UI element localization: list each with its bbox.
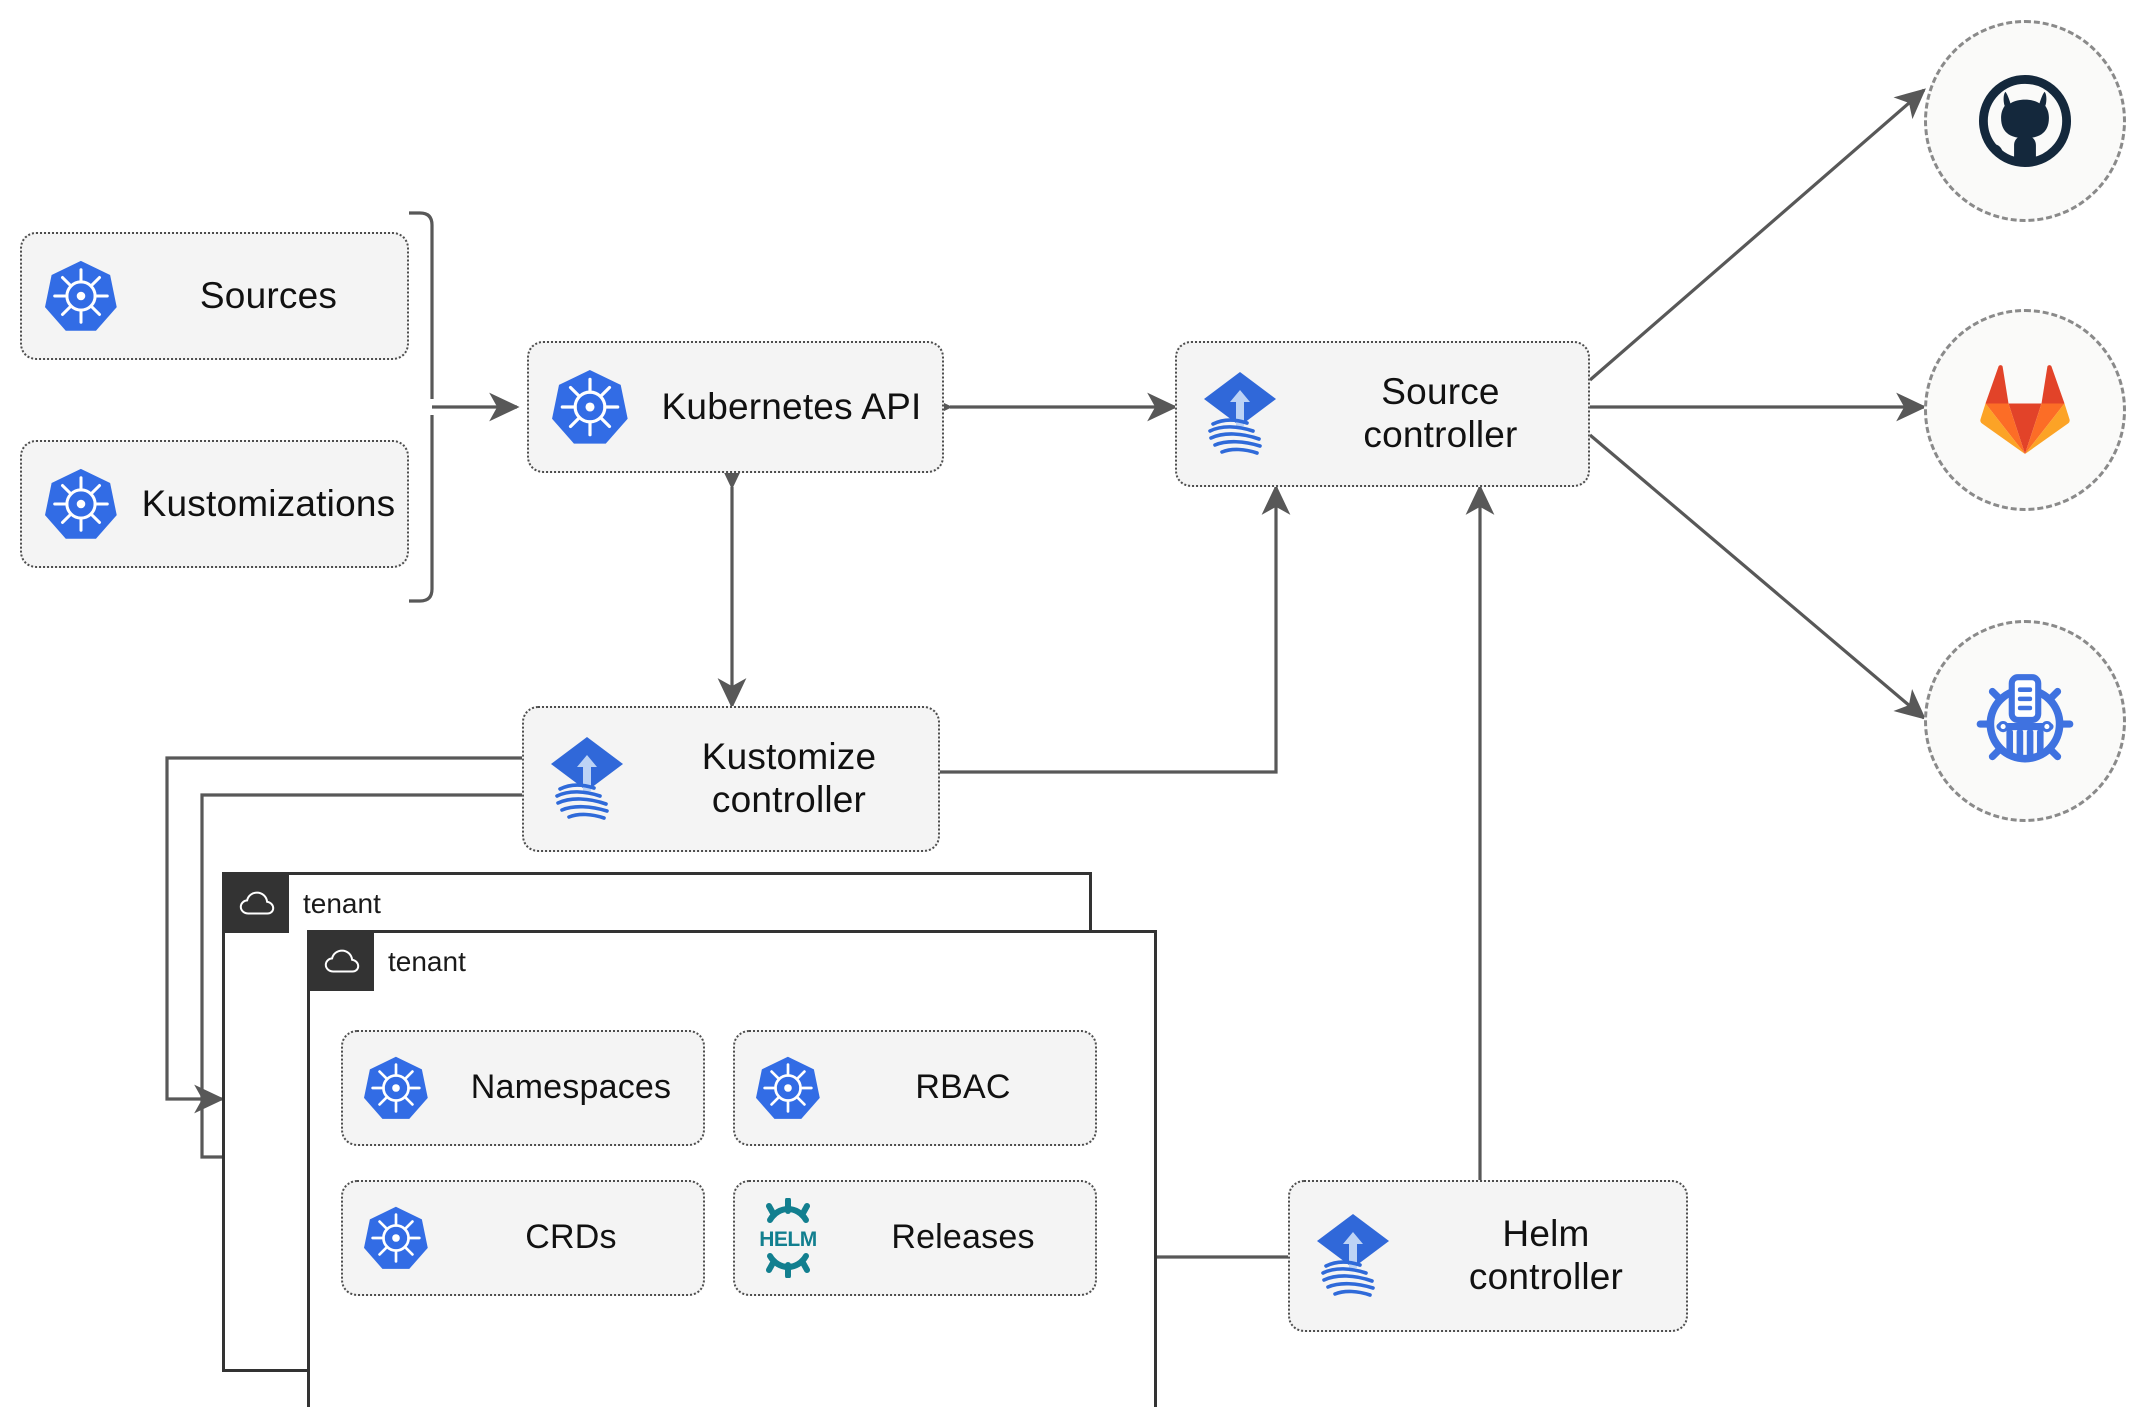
kubernetes-icon bbox=[343, 1204, 449, 1272]
bucket-icon bbox=[1976, 674, 2074, 763]
flux-icon bbox=[524, 733, 650, 825]
cloud-icon bbox=[225, 875, 289, 933]
node-helm-controller[interactable]: Helm controller bbox=[1288, 1180, 1688, 1332]
node-label-line1: Helm bbox=[1502, 1213, 1590, 1255]
github-icon bbox=[1978, 74, 2072, 168]
node-label: Namespaces bbox=[470, 1068, 672, 1107]
node-releases[interactable]: HELM Releases bbox=[733, 1180, 1097, 1296]
svg-text:HELM: HELM bbox=[759, 1228, 817, 1251]
node-label-line1: Kustomize bbox=[701, 736, 877, 778]
kubernetes-icon bbox=[22, 258, 140, 334]
gitlab-icon bbox=[1980, 365, 2070, 454]
node-label: CRDs bbox=[525, 1218, 617, 1257]
tenant-label: tenant bbox=[303, 888, 381, 919]
cloud-icon bbox=[310, 933, 374, 991]
tenant-panel-inner[interactable]: tenant bbox=[307, 930, 1157, 1407]
node-source-controller[interactable]: Source controller bbox=[1175, 341, 1590, 487]
node-label-line2: controller bbox=[711, 779, 867, 820]
node-label: Kubernetes API bbox=[661, 385, 922, 427]
node-label: Kustomize controller bbox=[650, 736, 938, 822]
node-label-line1: Source bbox=[1381, 371, 1500, 413]
provider-github[interactable] bbox=[1924, 20, 2126, 222]
flux-icon bbox=[1290, 1210, 1416, 1302]
node-label-line2: controller bbox=[1363, 414, 1518, 455]
node-sources[interactable]: Sources bbox=[20, 232, 409, 360]
node-label: Kustomizations bbox=[141, 482, 396, 524]
provider-gitlab[interactable] bbox=[1924, 309, 2126, 511]
kubernetes-icon bbox=[22, 466, 140, 542]
provider-bucket[interactable] bbox=[1924, 620, 2126, 822]
node-kubernetes-api[interactable]: Kubernetes API bbox=[527, 341, 944, 473]
node-namespaces[interactable]: Namespaces bbox=[341, 1030, 705, 1146]
node-crds[interactable]: CRDs bbox=[341, 1180, 705, 1296]
helm-icon: HELM bbox=[735, 1198, 841, 1278]
node-rbac[interactable]: RBAC bbox=[733, 1030, 1097, 1146]
tenant-label: tenant bbox=[388, 946, 466, 977]
node-label: RBAC bbox=[915, 1068, 1011, 1107]
kubernetes-icon bbox=[343, 1054, 449, 1122]
node-label: Releases bbox=[891, 1218, 1035, 1257]
flux-icon bbox=[1177, 368, 1303, 460]
node-label: Helm controller bbox=[1416, 1213, 1686, 1299]
kubernetes-icon bbox=[735, 1054, 841, 1122]
node-label-line2: controller bbox=[1468, 1256, 1624, 1297]
node-label: Source controller bbox=[1303, 371, 1588, 457]
node-kustomize-controller[interactable]: Kustomize controller bbox=[522, 706, 940, 852]
kubernetes-icon bbox=[529, 367, 651, 447]
node-label: Sources bbox=[199, 274, 338, 316]
node-kustomizations[interactable]: Kustomizations bbox=[20, 440, 409, 568]
